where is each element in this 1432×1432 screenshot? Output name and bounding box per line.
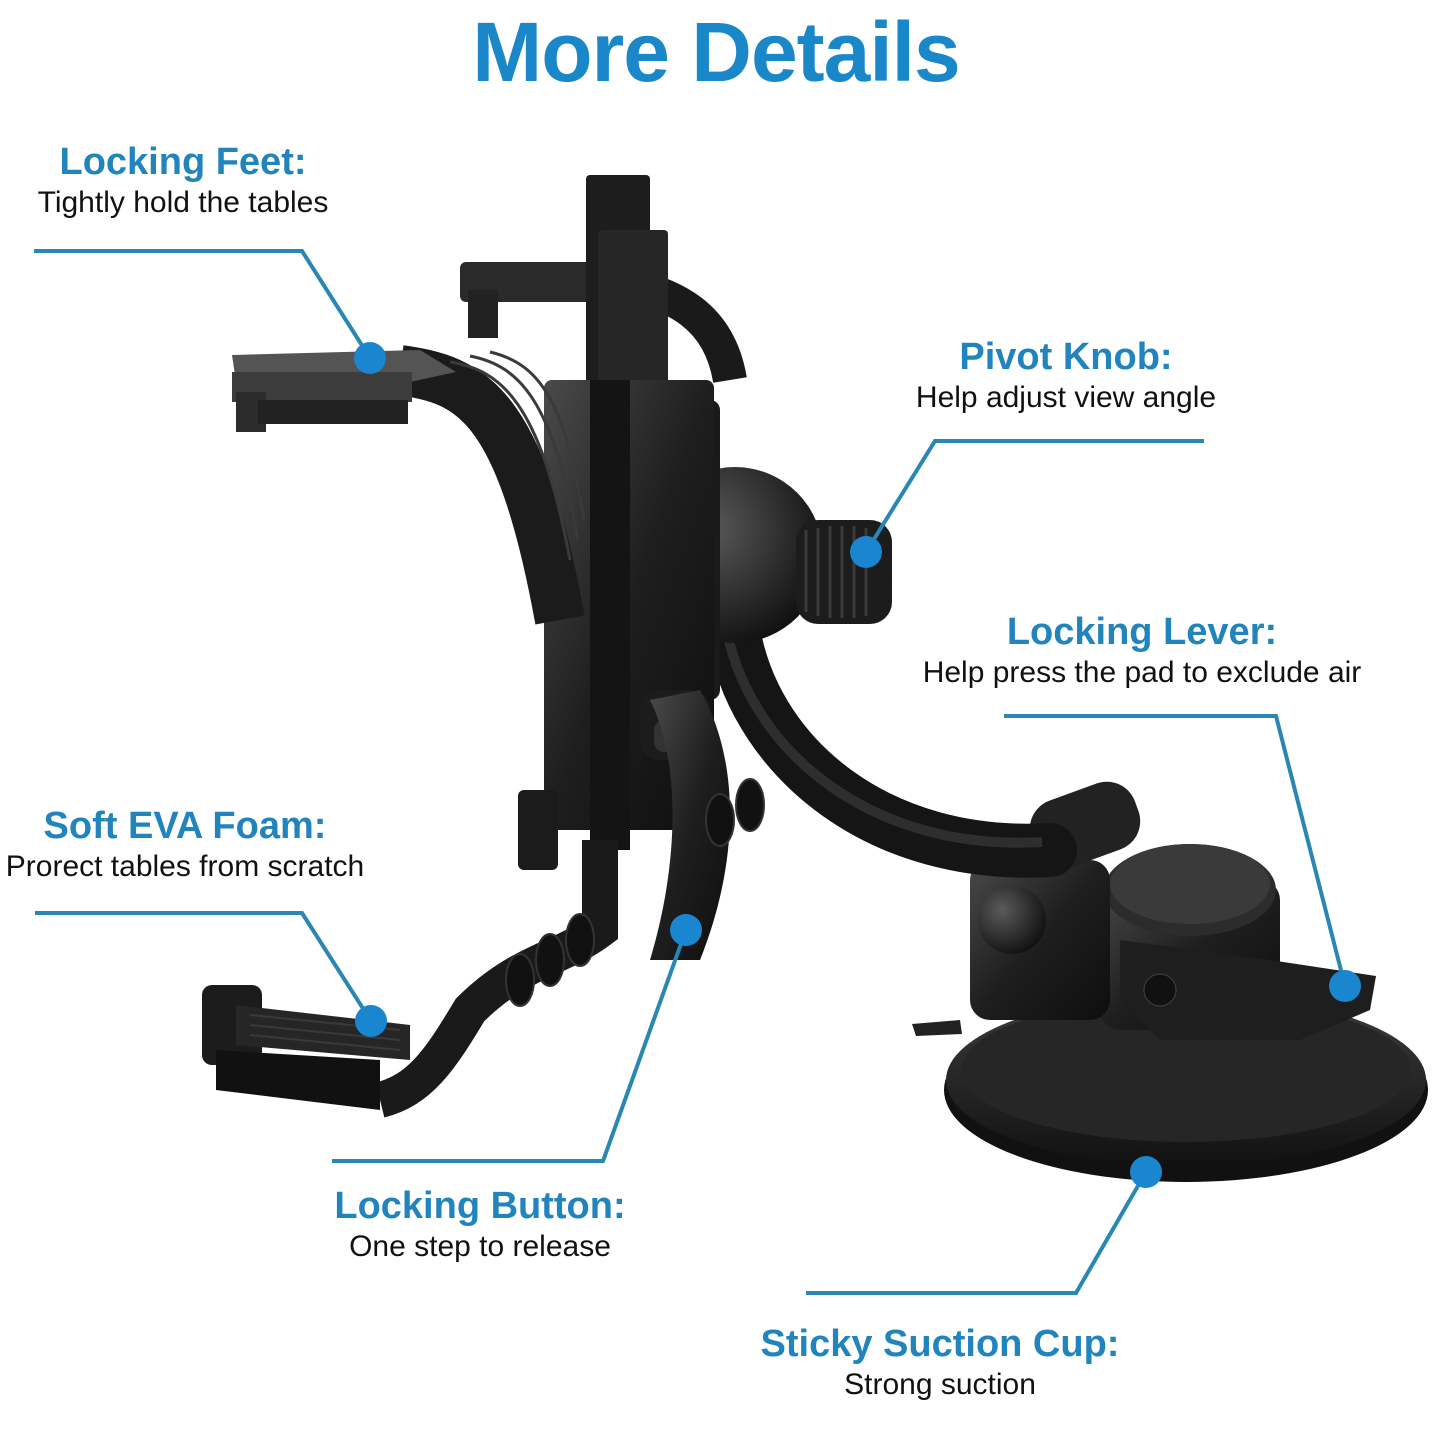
upper-left-clamp — [232, 345, 586, 625]
callout-description: Tightly hold the tables — [37, 186, 329, 219]
leader-locking-feet — [34, 249, 372, 360]
locking-button-part — [640, 690, 730, 960]
leader-locking-lever — [1004, 714, 1347, 987]
callout-sticky-suction-cup: Sticky Suction Cup: Strong suction — [740, 1322, 1140, 1404]
callout-locking-button: Locking Button: One step to release — [320, 1184, 640, 1266]
callout-heading: Locking Button: — [334, 1185, 626, 1227]
callout-description: Help adjust view angle — [915, 381, 1217, 414]
callout-description: One step to release — [349, 1230, 611, 1263]
callout-heading: Locking Feet: — [59, 141, 307, 183]
callout-heading: Soft EVA Foam: — [43, 805, 327, 847]
locking-lever — [1100, 844, 1376, 1040]
callout-locking-lever: Locking Lever: Help press the pad to exc… — [904, 610, 1380, 692]
callout-description: Strong suction — [844, 1368, 1036, 1401]
callout-heading: Locking Lever: — [1006, 611, 1278, 653]
top-clamp — [586, 175, 668, 420]
dot-pivot-knob — [850, 536, 882, 568]
lower-clamp — [202, 778, 765, 1118]
dot-soft-eva-foam — [355, 1005, 387, 1037]
leader-soft-eva-foam — [35, 911, 373, 1023]
leader-locking-button — [332, 929, 688, 1163]
page-title: More Details — [472, 5, 961, 99]
callout-soft-eva-foam: Soft EVA Foam: Prorect tables from scrat… — [0, 804, 370, 886]
callout-heading: Sticky Suction Cup: — [760, 1323, 1120, 1365]
callout-pivot-knob: Pivot Knob: Help adjust view angle — [896, 335, 1236, 417]
leader-pivot-knob — [864, 439, 1204, 554]
dot-locking-feet — [354, 342, 386, 374]
dot-sticky-suction-cup — [1130, 1156, 1162, 1188]
callout-heading: Pivot Knob: — [959, 336, 1173, 378]
leader-sticky-suction-cup — [806, 1170, 1148, 1295]
dot-locking-lever — [1329, 970, 1361, 1002]
callout-locking-feet: Locking Feet: Tightly hold the tables — [0, 140, 366, 222]
callout-description: Help press the pad to exclude air — [922, 656, 1362, 689]
callout-description: Prorect tables from scratch — [5, 850, 365, 883]
dot-locking-button — [670, 914, 702, 946]
